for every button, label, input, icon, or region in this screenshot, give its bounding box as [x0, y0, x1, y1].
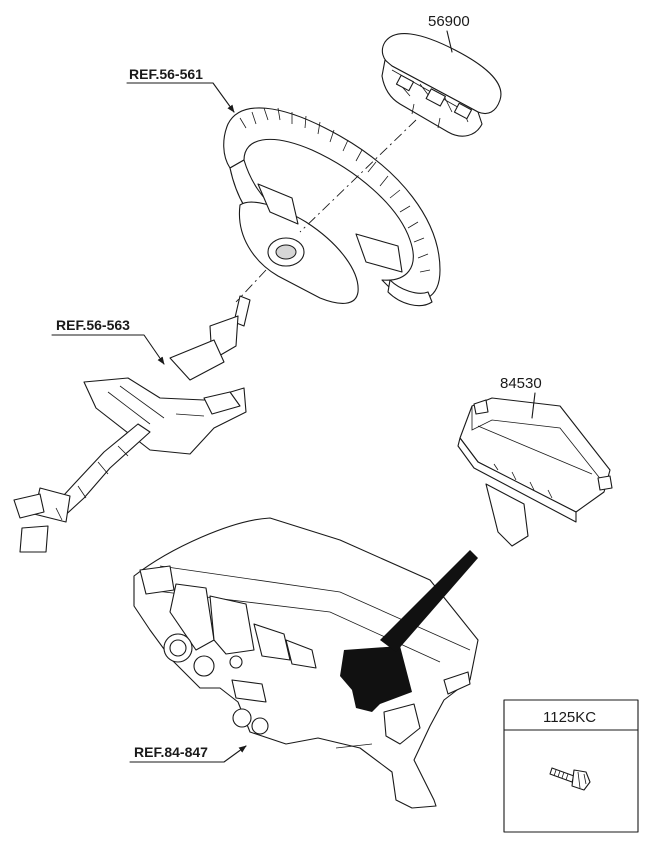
callout-wedge — [380, 550, 478, 652]
leader-ref-56-563 — [51, 334, 165, 365]
leader-ref-84-847 — [129, 745, 247, 763]
ref-label-crash-pad: REF.84-847 — [134, 744, 208, 760]
part-number-84530: 84530 — [500, 375, 542, 392]
passenger-airbag-mount-highlight — [340, 646, 412, 712]
assembly-centerline — [235, 119, 417, 303]
crash-pad — [133, 517, 479, 809]
ref-label-steering-wheel: REF.56-561 — [129, 66, 203, 82]
steering-column — [13, 295, 251, 553]
steering-wheel — [223, 107, 441, 307]
leader-ref-56-561 — [126, 82, 235, 113]
driver-airbag-module — [381, 33, 502, 137]
part-number-56900: 56900 — [428, 13, 470, 30]
ref-label-steering-column: REF.56-563 — [56, 317, 130, 333]
bolt-detail-box — [503, 699, 639, 833]
leader-56900 — [446, 30, 453, 53]
bolt-icon — [549, 767, 591, 791]
part-number-1125kc: 1125KC — [543, 709, 596, 726]
passenger-airbag-module — [457, 397, 613, 547]
leader-84530 — [531, 392, 536, 419]
